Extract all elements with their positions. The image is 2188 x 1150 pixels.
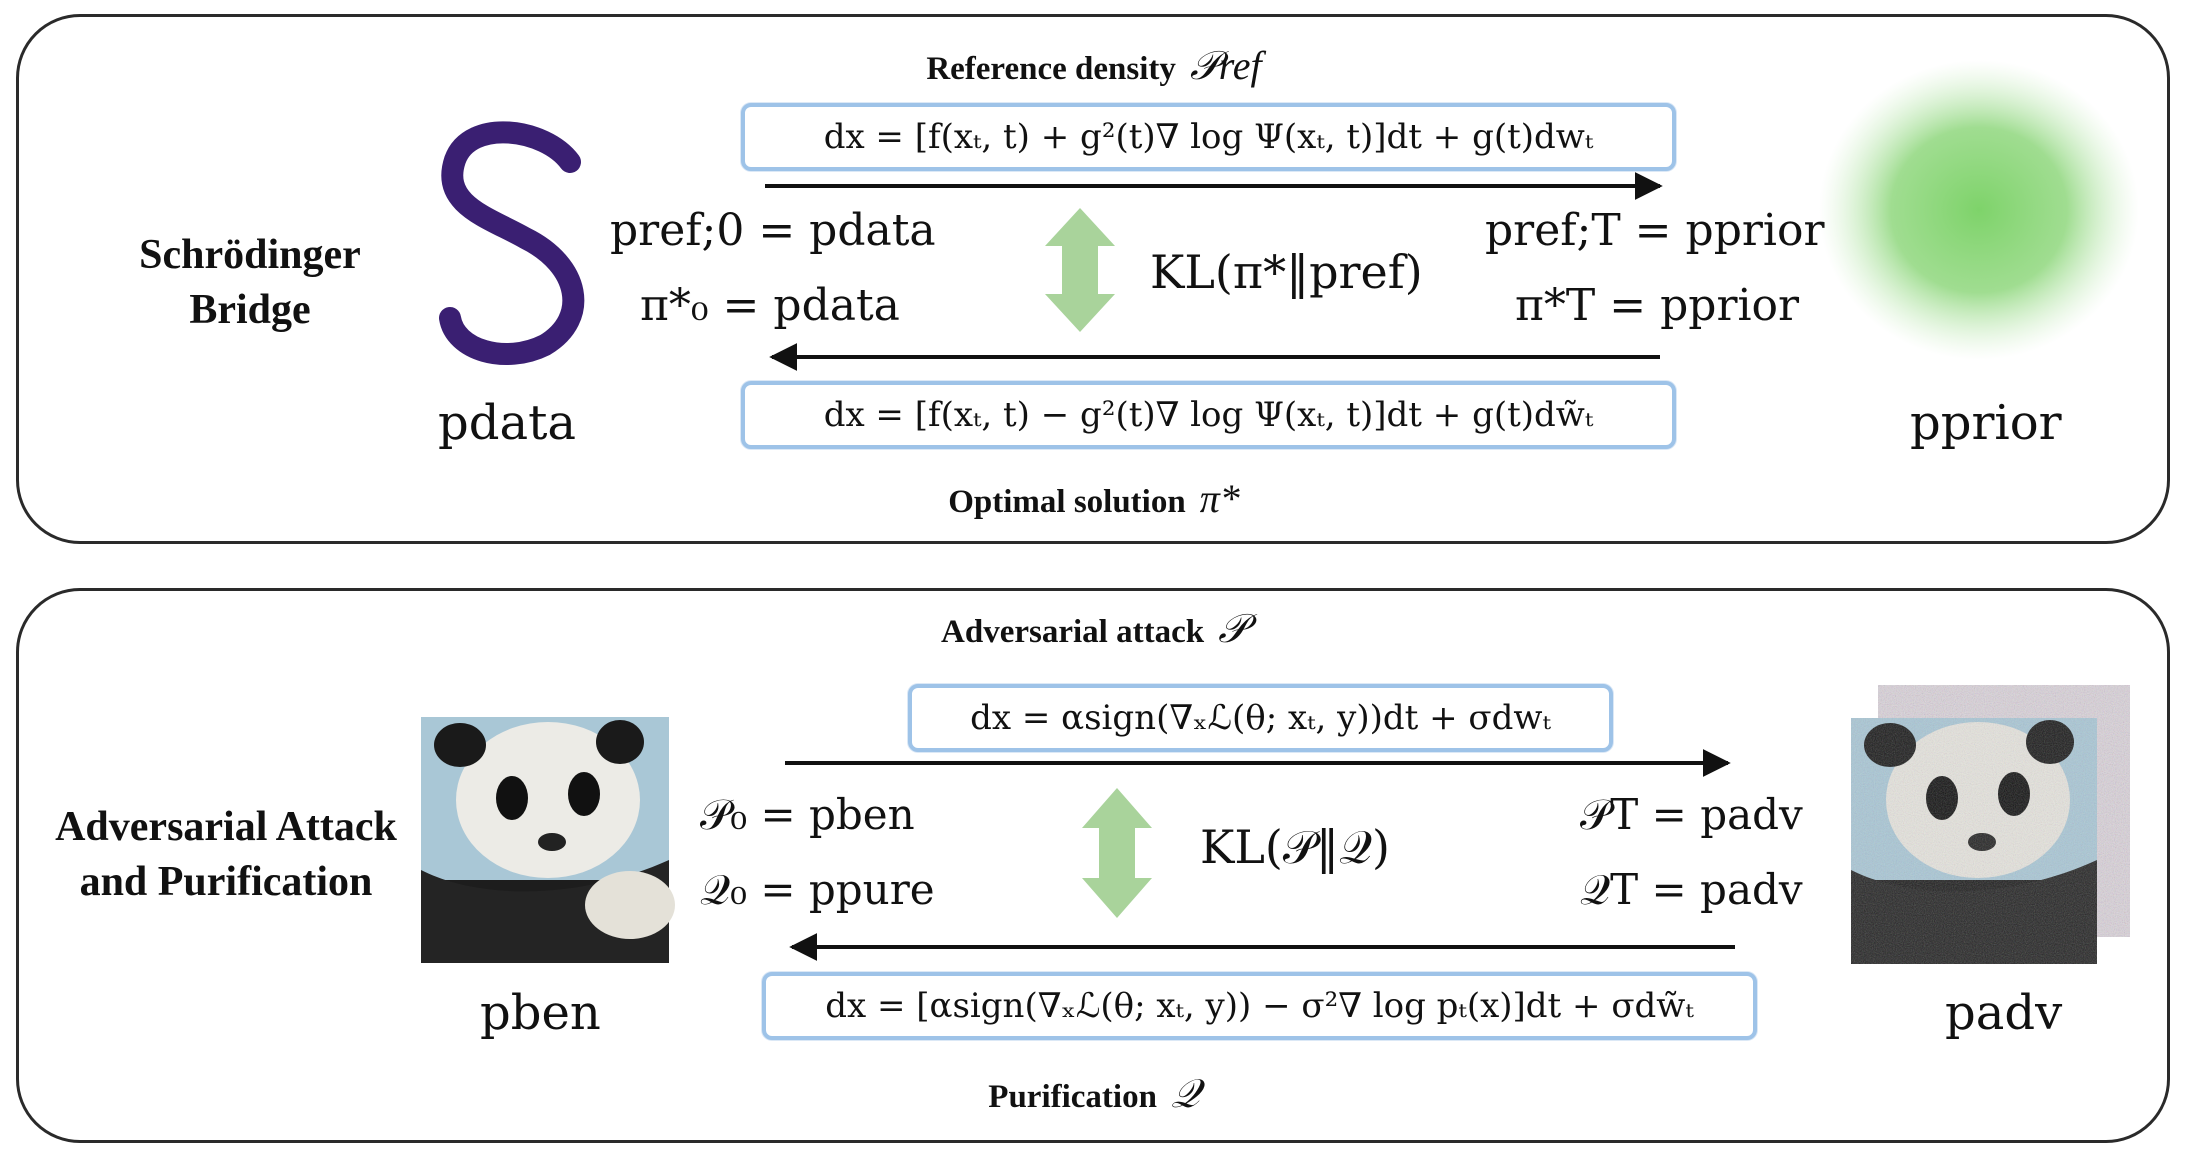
gaussian-prior-blob <box>1819 60 2139 360</box>
optimal-solution-symbol: π* <box>1199 476 1240 521</box>
double-arrow-bottom-icon <box>1082 788 1152 918</box>
reference-density-caption: Reference density 𝒫ref <box>0 42 2188 89</box>
left-boundary-eq-ref: pref;0 = pdata <box>610 205 936 256</box>
left-boundary-eq-attack: 𝒫₀ = pben <box>700 790 915 839</box>
p-prior-label: pprior <box>1910 395 2062 451</box>
kl-divergence-bottom: KL(𝒫‖𝒬) <box>1200 820 1390 874</box>
schrodinger-bridge-title: Schrödinger Bridge <box>139 232 361 333</box>
adversarial-title: Adversarial Attack and Purification <box>55 804 397 905</box>
adversarial-panel <box>16 588 2170 1143</box>
right-boundary-eq-attack: 𝒫T = padv <box>1580 790 1803 839</box>
purification-sde-equation-box: dx = [αsign(∇ₓℒ(θ; xₜ, y)) − σ²∇ log pₜ(… <box>762 972 1757 1040</box>
adversarial-attack-caption: Adversarial attack 𝒫 <box>0 605 2188 652</box>
optimal-solution-text: Optimal solution <box>948 484 1186 520</box>
benign-panda-image <box>421 717 675 963</box>
left-boundary-eq-pi: π*₀ = pdata <box>640 280 900 331</box>
reference-density-text: Reference density <box>926 51 1176 87</box>
attack-sde-equation-box: dx = αsign(∇ₓℒ(θ; xₜ, y))dt + σdwₜ <box>908 684 1613 752</box>
backward-sde-equation-box: dx = [f(xₜ, t) − g²(t)∇ log Ψ(xₜ, t)]dt … <box>741 381 1676 449</box>
left-boundary-eq-pure: 𝒬₀ = ppure <box>700 865 935 914</box>
s-curve-data-distribution <box>439 121 585 365</box>
right-boundary-eq-ref: pref;T = pprior <box>1485 205 1825 256</box>
adversarial-attack-symbol: 𝒫 <box>1218 606 1247 651</box>
forward-sde-equation-box: dx = [f(xₜ, t) + g²(t)∇ log Ψ(xₜ, t)]dt … <box>741 103 1676 171</box>
kl-divergence-top: KL(π*‖pref) <box>1150 245 1423 299</box>
purification-text: Purification <box>988 1079 1157 1115</box>
reference-density-symbol: 𝒫ref <box>1189 43 1262 88</box>
adversarial-panda-image <box>1851 685 2130 964</box>
right-boundary-eq-pure: 𝒬T = padv <box>1580 865 1803 914</box>
double-arrow-top-icon <box>1045 208 1115 332</box>
optimal-solution-caption: Optimal solution π* <box>0 475 2188 522</box>
right-boundary-eq-pi: π*T = pprior <box>1515 280 1800 331</box>
purification-caption: Purification 𝒬 <box>0 1070 2188 1117</box>
p-adv-label: padv <box>1945 985 2063 1041</box>
adversarial-attack-text: Adversarial attack <box>941 614 1205 650</box>
p-ben-label: pben <box>480 985 601 1041</box>
purification-symbol: 𝒬 <box>1170 1071 1200 1116</box>
p-data-label: pdata <box>438 395 576 451</box>
